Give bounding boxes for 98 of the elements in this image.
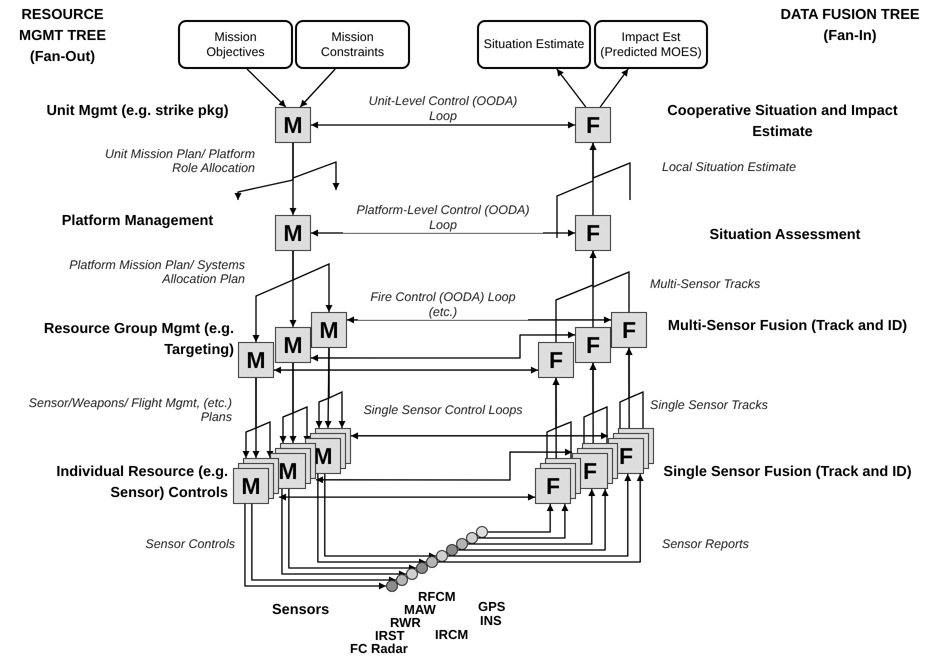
sensor-name: INS — [480, 614, 502, 627]
sensor-name: FC Radar — [350, 642, 408, 655]
flow-note: Platform Mission Plan/ Systems Allocation Plan — [68, 258, 245, 287]
level-title: Situation Assessment — [708, 226, 862, 245]
arrow — [488, 504, 554, 533]
level-title: Resource Group Mgmt (e.g. Targeting) — [42, 320, 234, 360]
arrow — [317, 474, 426, 566]
arrow — [288, 489, 416, 572]
level-title: Unit Mgmt (e.g. strike pkg) — [45, 102, 230, 121]
arrow — [556, 68, 586, 108]
rounded-box: Situation Estimate — [477, 20, 591, 69]
flow-note: Multi-Sensor Tracks — [650, 277, 762, 292]
fan-arrow — [292, 143, 340, 190]
edge-label: Platform-Level Control (OODA) Loop — [343, 203, 543, 233]
arrow — [351, 432, 608, 440]
stacked-boxes — [305, 428, 351, 474]
process-box: F — [575, 215, 611, 251]
process-box: M — [275, 215, 311, 251]
arrow — [468, 489, 596, 545]
arrow — [324, 474, 436, 560]
level-title: Cooperative Situation and Impact Estimate — [666, 102, 899, 142]
arrow — [244, 504, 386, 590]
stacked-boxes — [608, 428, 654, 474]
box-letter: M — [241, 474, 261, 498]
tree-title: RESOURCE MGMT TREE (Fan-Out) — [18, 6, 107, 68]
arrow — [328, 348, 346, 428]
sensor-circle — [426, 556, 438, 568]
flow-note: Local Situation Estimate — [662, 160, 798, 174]
arrow — [281, 489, 406, 578]
sensor-circle — [476, 526, 488, 538]
arrow — [251, 504, 396, 584]
level-title: Single Sensor Fusion (Track and ID) — [662, 463, 913, 482]
stacked-boxes — [572, 443, 618, 489]
process-box: F — [611, 312, 647, 348]
arrow — [279, 494, 535, 501]
arrow — [458, 489, 609, 551]
sensor-circle — [446, 544, 458, 556]
process-box: M — [275, 327, 311, 363]
sensor-circle — [406, 568, 418, 580]
rounded-box: Impact Est (Predicted MOES) — [594, 20, 708, 69]
arrow — [552, 378, 572, 458]
sensor-circle — [416, 562, 428, 574]
tree-title: DATA FUSION TREE (Fan-In) — [780, 6, 920, 46]
arrow — [316, 448, 572, 484]
edge-label: Single Sensor Control Loops — [363, 403, 523, 418]
sensor-name: RFCM — [418, 590, 456, 603]
sensor-circle — [436, 550, 448, 562]
process-box: M — [238, 342, 274, 378]
process-box: M — [275, 107, 311, 143]
arrow — [292, 251, 332, 312]
arrow — [590, 251, 630, 312]
fan-arrow — [590, 143, 631, 200]
arrow — [311, 230, 575, 236]
arrow — [300, 68, 336, 108]
box-letter: M — [278, 460, 298, 482]
sensor-circle — [396, 574, 408, 586]
arrow — [246, 68, 286, 108]
sensor-circle — [386, 580, 398, 592]
level-title: Multi-Sensor Fusion (Track and ID) — [666, 317, 908, 336]
sensor-name: GPS — [478, 600, 506, 613]
process-box: F — [538, 342, 574, 378]
stacked-boxes — [233, 458, 279, 504]
arrow — [626, 348, 644, 428]
box-letter: F — [546, 474, 560, 498]
level-title: Platform Management — [60, 212, 214, 231]
flow-note: Sensor/Weapons/ Flight Mgmt, (etc.) Plans — [28, 396, 232, 425]
process-box: M — [311, 312, 347, 348]
flow-note: Unit Mission Plan/ Platform Role Allocation — [104, 147, 255, 176]
sensor-name: MAW — [404, 603, 436, 616]
arrow — [600, 68, 629, 108]
arrow — [255, 378, 274, 458]
arrow — [590, 363, 608, 443]
arrow — [478, 504, 568, 539]
sensor-name: RWR — [390, 616, 421, 629]
process-box: F — [575, 107, 611, 143]
flow-note: Sensor Reports — [662, 537, 750, 552]
process-box: F — [575, 327, 611, 363]
sensor-circle — [456, 538, 468, 550]
arrow — [274, 366, 538, 374]
arrow — [311, 122, 575, 128]
rounded-box: Mission Objectives — [178, 20, 293, 69]
arrow — [448, 474, 632, 557]
flow-note: Sensor Controls — [144, 537, 235, 552]
arrow — [347, 316, 611, 324]
stacked-boxes — [535, 458, 581, 504]
arrow — [438, 474, 644, 563]
sensor-circle — [466, 532, 478, 544]
sensor-name: IRCM — [435, 628, 468, 641]
edge-label: Fire Control (OODA) Loop (etc.) — [358, 290, 528, 320]
arrow — [311, 331, 575, 362]
stacked-boxes — [270, 443, 316, 489]
rounded-box: Mission Constraints — [295, 20, 410, 69]
box-letter: F — [618, 444, 634, 468]
sensor-name: IRST — [375, 629, 405, 642]
flow-note: Single Sensor Tracks — [650, 398, 769, 412]
box-letter: F — [582, 460, 598, 482]
sensors-title: Sensors — [272, 601, 330, 620]
level-title: Individual Resource (e.g. Sensor) Controls — [55, 463, 228, 504]
